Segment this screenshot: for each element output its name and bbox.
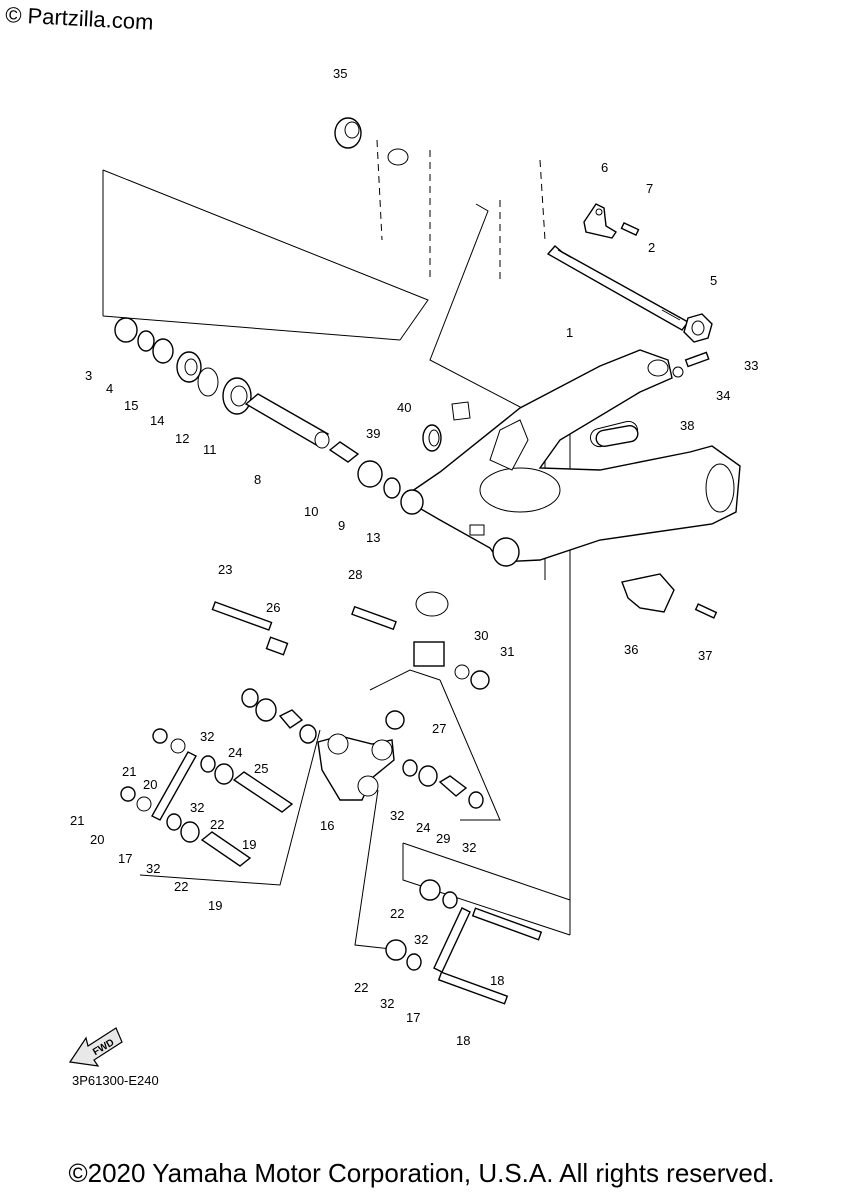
fwd-arrow: FWD bbox=[68, 1027, 123, 1067]
callout-18: 18 bbox=[456, 1033, 470, 1048]
callout-24: 24 bbox=[416, 820, 430, 835]
callout-14: 14 bbox=[150, 413, 164, 428]
part-15-collar bbox=[152, 338, 174, 364]
callout-40: 40 bbox=[397, 400, 411, 415]
part-34-washer bbox=[672, 366, 684, 378]
callout-32: 32 bbox=[200, 729, 214, 744]
callout-9: 9 bbox=[338, 518, 345, 533]
diagram-code: 3P61300-E240 bbox=[72, 1073, 159, 1088]
callout-34: 34 bbox=[716, 388, 730, 403]
callout-12: 12 bbox=[175, 431, 189, 446]
callout-5: 5 bbox=[710, 273, 717, 288]
callout-22: 22 bbox=[354, 980, 368, 995]
copyright-notice: ©2020 Yamaha Motor Corporation, U.S.A. A… bbox=[68, 1158, 775, 1188]
part-35-cap bbox=[334, 117, 409, 166]
part-28-bolt bbox=[351, 605, 397, 631]
callout-11: 11 bbox=[203, 442, 217, 457]
callout-10: 10 bbox=[304, 504, 318, 519]
right-link-parts bbox=[402, 759, 484, 809]
part-40-label bbox=[451, 401, 471, 421]
part-30-washer bbox=[454, 664, 470, 680]
callout-27: 27 bbox=[432, 721, 446, 736]
part-9-bearing bbox=[357, 460, 383, 488]
callout-20: 20 bbox=[90, 832, 104, 847]
callout-32: 32 bbox=[390, 808, 404, 823]
callout-2: 2 bbox=[648, 240, 655, 255]
callout-1: 1 bbox=[566, 325, 573, 340]
part-38-pad bbox=[595, 425, 639, 447]
callout-25: 25 bbox=[254, 761, 268, 776]
part-37-bolt bbox=[694, 603, 718, 619]
callout-28: 28 bbox=[348, 567, 362, 582]
callout-6: 6 bbox=[601, 160, 608, 175]
callout-22: 22 bbox=[210, 817, 224, 832]
part-8-tube bbox=[244, 393, 330, 449]
callout-22: 22 bbox=[390, 906, 404, 921]
shock-end bbox=[413, 591, 449, 667]
fwd-label: FWD bbox=[91, 1037, 116, 1058]
part-16-relay-arm bbox=[317, 733, 395, 801]
part-27-nut bbox=[385, 710, 405, 730]
part-26-collar bbox=[265, 636, 289, 656]
callout-26: 26 bbox=[266, 600, 280, 615]
part-5-nut bbox=[683, 313, 713, 343]
callout-22: 22 bbox=[174, 879, 188, 894]
part-36-chain-guide bbox=[621, 573, 675, 613]
callout-3: 3 bbox=[85, 368, 92, 383]
part-23-bolt bbox=[211, 601, 273, 631]
callout-17: 17 bbox=[118, 851, 132, 866]
part-39-seal bbox=[422, 424, 442, 452]
part-2-pivot-shaft bbox=[546, 245, 690, 331]
callout-19: 19 bbox=[242, 837, 256, 852]
callout-24: 24 bbox=[228, 745, 242, 760]
callout-37: 37 bbox=[698, 648, 712, 663]
callout-7: 7 bbox=[646, 181, 653, 196]
callout-39: 39 bbox=[366, 426, 380, 441]
part-33-bolt bbox=[684, 351, 710, 368]
lower-link-parts bbox=[385, 879, 543, 1005]
part-1-swingarm bbox=[400, 349, 741, 567]
callout-36: 36 bbox=[624, 642, 638, 657]
part-6-bracket bbox=[583, 203, 617, 239]
callout-31: 31 bbox=[500, 644, 514, 659]
callout-29: 29 bbox=[436, 831, 450, 846]
callout-19: 19 bbox=[208, 898, 222, 913]
left-link-parts bbox=[120, 688, 317, 867]
callout-32: 32 bbox=[380, 996, 394, 1011]
part-12-circlip bbox=[197, 367, 219, 397]
part-3-nut bbox=[114, 317, 138, 343]
callout-35: 35 bbox=[333, 66, 347, 81]
callout-30: 30 bbox=[474, 628, 488, 643]
callout-23: 23 bbox=[218, 562, 232, 577]
part-31-nut bbox=[470, 670, 490, 690]
bearing-row-left bbox=[114, 317, 252, 415]
callout-21: 21 bbox=[70, 813, 84, 828]
callout-32: 32 bbox=[414, 932, 428, 947]
callout-33: 33 bbox=[744, 358, 758, 373]
callout-4: 4 bbox=[106, 381, 113, 396]
part-13-seal bbox=[383, 477, 401, 499]
callout-32: 32 bbox=[462, 840, 476, 855]
callout-32: 32 bbox=[190, 800, 204, 815]
callout-38: 38 bbox=[680, 418, 694, 433]
callout-8: 8 bbox=[254, 472, 261, 487]
callout-20: 20 bbox=[143, 777, 157, 792]
callout-32: 32 bbox=[146, 861, 160, 876]
part-10-collar bbox=[328, 441, 360, 463]
callout-15: 15 bbox=[124, 398, 138, 413]
callout-18: 18 bbox=[490, 973, 504, 988]
part-4-washer bbox=[137, 330, 155, 352]
part-7-bolt bbox=[620, 221, 640, 237]
callout-16: 16 bbox=[320, 818, 334, 833]
callout-layer: 3567251333438403934151412118109132326283… bbox=[70, 66, 758, 1048]
callout-13: 13 bbox=[366, 530, 380, 545]
callout-17: 17 bbox=[406, 1010, 420, 1025]
callout-21: 21 bbox=[122, 764, 136, 779]
